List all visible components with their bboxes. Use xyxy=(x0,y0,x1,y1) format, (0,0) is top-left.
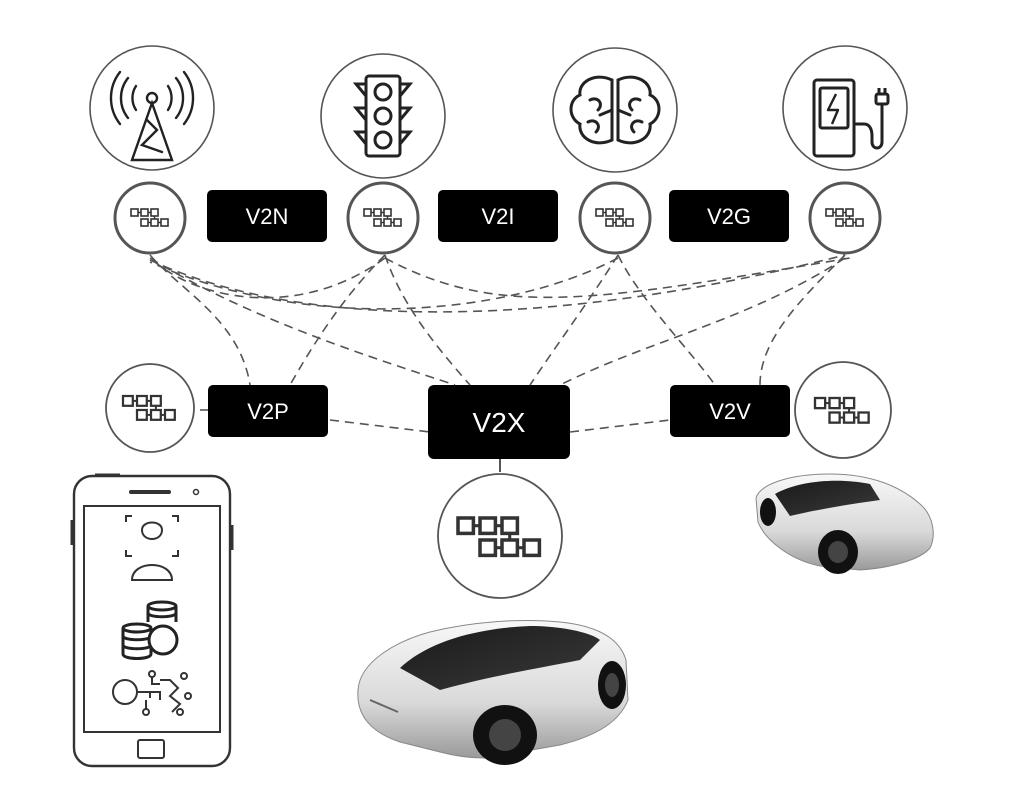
v2x-label: V2X xyxy=(428,385,570,459)
blockchain-node-main xyxy=(437,458,563,599)
blockchain-node-traffic xyxy=(346,181,420,255)
v2p-label: V2P xyxy=(208,385,328,437)
traffic-light-node xyxy=(320,53,446,179)
connection-lines xyxy=(149,254,851,433)
v2i-label: V2I xyxy=(438,190,558,242)
car-icon xyxy=(357,619,629,765)
cell-tower-icon xyxy=(109,70,195,162)
digital-key-icon xyxy=(112,670,192,716)
v2n-label-text: V2N xyxy=(246,204,289,229)
traffic-light-icon xyxy=(352,74,414,158)
v2x-label-text: V2X xyxy=(473,407,526,438)
brain-icon xyxy=(569,75,661,145)
v2p-label-text: V2P xyxy=(247,399,289,424)
coins-icon xyxy=(121,600,179,660)
v2g-label: V2G xyxy=(669,190,789,242)
v2g-label-text: V2G xyxy=(707,204,751,229)
ev-charger-node xyxy=(782,45,908,171)
blockchain-node-vehicle xyxy=(794,361,892,459)
ev-charger-icon xyxy=(812,78,890,158)
car-icon xyxy=(755,473,934,574)
blockchain-node-brain xyxy=(578,181,652,255)
v2n-label: V2N xyxy=(207,190,327,242)
blockchain-node-charger xyxy=(808,181,882,255)
blockchain-node-pedestrian xyxy=(105,363,195,453)
face-id-icon xyxy=(125,515,179,581)
v2v-label-text: V2V xyxy=(709,399,751,424)
smartphone-icon xyxy=(70,473,234,768)
v2i-label-text: V2I xyxy=(481,204,514,229)
blockchain-node-tower xyxy=(113,181,187,255)
v2v-label: V2V xyxy=(670,385,790,437)
cell-tower-node xyxy=(89,45,215,171)
brain-node xyxy=(552,47,678,173)
